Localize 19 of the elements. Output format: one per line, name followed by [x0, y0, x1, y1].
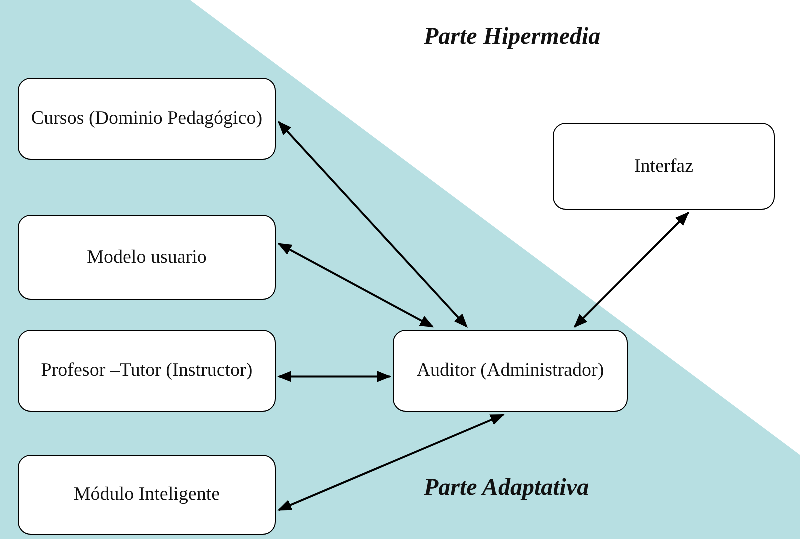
double-arrow — [278, 414, 505, 512]
double-arrow — [278, 371, 392, 382]
module-label: Modelo usuario — [87, 246, 207, 270]
double-arrow — [278, 121, 468, 328]
section-title: Parte Hipermedia — [424, 24, 601, 51]
module-box — [393, 330, 628, 412]
module-box — [18, 78, 276, 160]
module-box — [18, 330, 276, 412]
module-label: Módulo Inteligente — [74, 483, 220, 508]
module-label: Interfaz — [634, 154, 694, 179]
module-label: Cursos (Dominio Pedagógico) — [31, 107, 263, 132]
module-box — [18, 455, 276, 535]
module-label: Profesor –Tutor (Instructor) — [41, 359, 253, 384]
module-label: Auditor (Administrador) — [416, 359, 604, 384]
section-title: Parte Adaptativa — [424, 475, 590, 502]
module-box — [18, 215, 276, 300]
double-arrow — [574, 212, 690, 328]
double-arrow — [278, 243, 434, 328]
module-box — [553, 123, 775, 210]
